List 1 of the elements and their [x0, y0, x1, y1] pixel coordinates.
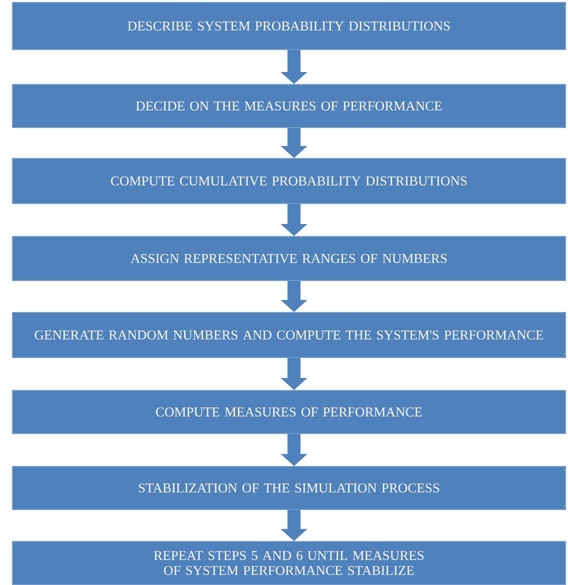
process-box: DESCRIBE SYSTEM PROBABILITY DISTRIBUTIONS — [12, 2, 566, 50]
